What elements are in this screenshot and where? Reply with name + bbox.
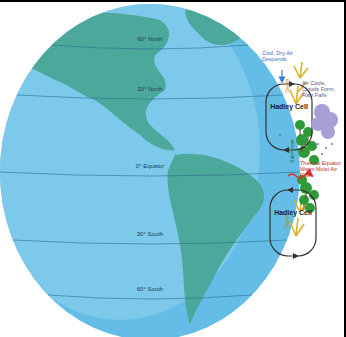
latitude-label: 60° North: [137, 36, 162, 43]
biome-label: Desert: [284, 215, 290, 230]
latitude-label: 30° South: [137, 231, 163, 238]
rise-note: Thermal Equator Warm Moist Air Rises: [300, 160, 342, 178]
rain-note: Air Cools, Clouds Form, Rain Falls: [302, 80, 342, 98]
hadley-cell: Hadley Cell: [274, 209, 312, 216]
latitude-label: 30° North: [137, 86, 162, 93]
cell-label: Hadley Cell: [270, 103, 308, 110]
cell-label: Hadley Cell: [274, 209, 312, 216]
latitude-label: 60° South: [137, 286, 163, 293]
latitude-label: 0° Equator: [136, 163, 164, 170]
biome-label: Rainforest: [289, 141, 295, 164]
descend-note: Cool, Dry Air Descends: [262, 50, 304, 62]
biome-label: Desert: [284, 79, 290, 94]
hadley-cell: Hadley Cell: [270, 103, 308, 110]
